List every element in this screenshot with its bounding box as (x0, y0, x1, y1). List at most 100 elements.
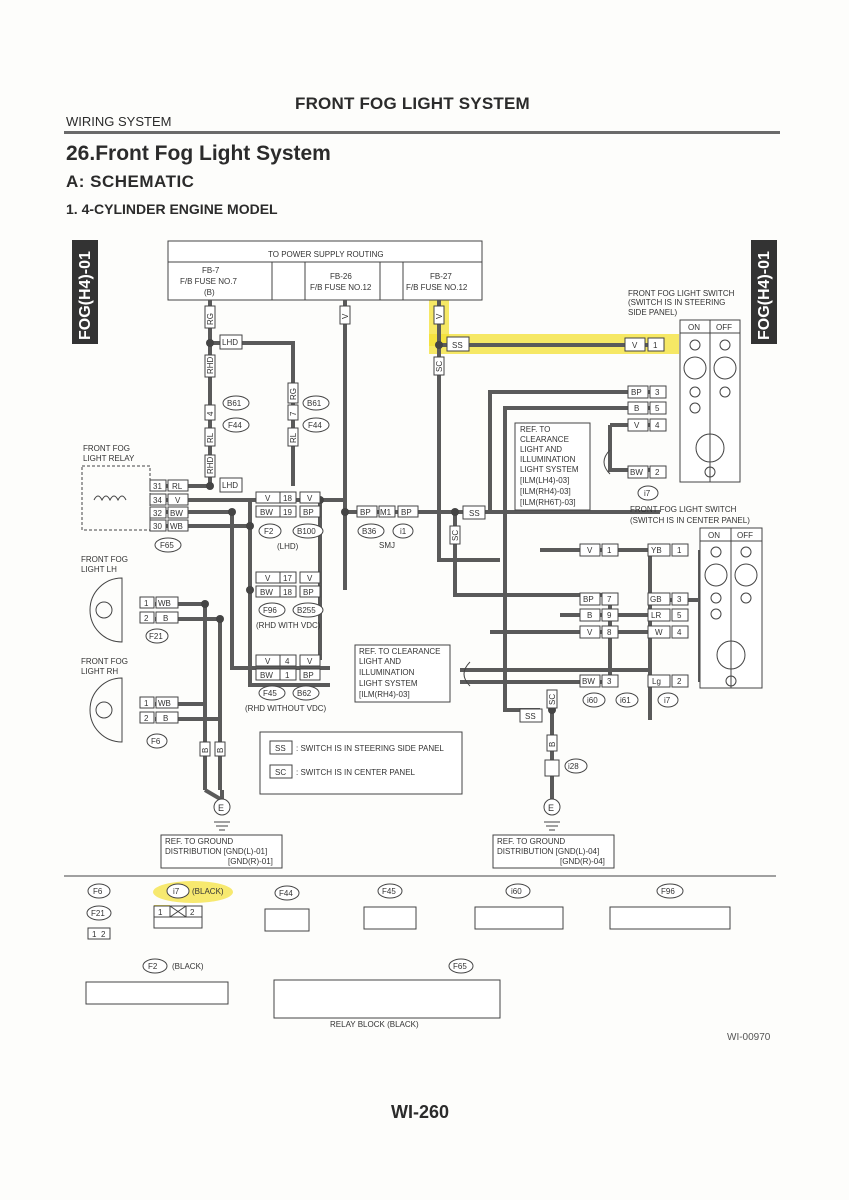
fog-light-rh-label-1: FRONT FOG (81, 657, 128, 666)
f2-wire-v: V (265, 494, 271, 503)
connlist-f65: F65 (453, 962, 467, 971)
side-tag-right-text: FOG(H4)-01 (756, 251, 773, 340)
wire-rl-2: RL (289, 432, 298, 443)
ground-ref-right (492, 834, 615, 869)
ref-ilm-upper-1: REF. TO (520, 425, 550, 434)
ctr-wire-lr: LR (651, 611, 661, 620)
relay-wire-rl: RL (172, 482, 183, 491)
gnd-right-3: [GND(R)-04] (560, 857, 605, 866)
relay-wire-wb: WB (170, 522, 183, 531)
steer-pin-2: 2 (655, 468, 660, 477)
legend-box (259, 731, 463, 795)
steer-pin-4: 4 (655, 421, 660, 430)
wire-lhd-top: LHD (222, 338, 238, 347)
f45-pin-4: 4 (285, 657, 290, 666)
power-supply-box (167, 240, 483, 301)
conn-b62: B62 (297, 689, 312, 698)
conn-b100: B100 (297, 527, 316, 536)
connlist-i7-color: (BLACK) (192, 887, 224, 896)
ctr-wire-w: W (655, 628, 663, 637)
gnd-wire-b-2: B (216, 748, 225, 753)
conn-i28: i28 (568, 762, 579, 771)
switch-steering-sub2: SIDE PANEL) (628, 308, 678, 317)
ctr-pin-3b: 3 (607, 677, 612, 686)
rh-pin-1: 1 (144, 699, 149, 708)
subsection-1: 1. 4-CYLINDER ENGINE MODEL (66, 201, 278, 217)
wire-v-fb27: V (435, 313, 444, 319)
smj-label: SMJ (379, 541, 395, 550)
connlist-f45-pins (363, 906, 417, 930)
ctr-pin-7: 7 (607, 595, 612, 604)
ref-ilm-upper-5: LIGHT SYSTEM (520, 465, 579, 474)
legend-sc-text: : SWITCH IS IN CENTER PANEL (296, 768, 416, 777)
subsection-a: A: SCHEMATIC (66, 172, 195, 191)
b62-wire-bp: BP (303, 671, 314, 680)
ref-ilm-lower-4: LIGHT SYSTEM (359, 679, 418, 688)
ref-ilm-upper-3: LIGHT AND (520, 445, 562, 454)
steer-wire-bw: BW (630, 468, 643, 477)
pin-b61-7: 7 (289, 411, 298, 416)
wire-sc-top: SC (435, 361, 444, 372)
steer-pin-3: 3 (655, 388, 660, 397)
relay-pin-34: 34 (153, 496, 162, 505)
wire-ss-mid: SS (469, 509, 480, 518)
ctr-wire-lg: Lg (652, 677, 661, 686)
ctr-wire-b: B (587, 611, 592, 620)
ref-ilm-upper-box (514, 422, 591, 511)
fuse-c-label: FB-27 (430, 272, 452, 281)
steer-pin-5: 5 (655, 404, 660, 413)
f21-pin-1: 1 (92, 930, 97, 939)
f45-wire-v: V (265, 657, 271, 666)
relay-pin-32: 32 (153, 509, 162, 518)
ground-ref-left (160, 834, 283, 869)
power-supply-title: TO POWER SUPPLY ROUTING (268, 250, 384, 259)
conn-b61-right: B61 (307, 399, 322, 408)
conn-i7-steering: i7 (644, 489, 651, 498)
fuse-a-label: FB-7 (202, 266, 220, 275)
gnd-left-2: DISTRIBUTION [GND(L)-01] (165, 847, 267, 856)
ctr-pin-2: 2 (677, 677, 682, 686)
smj-m1: M1 (380, 508, 392, 517)
i7-pin-2: 2 (190, 908, 195, 917)
i7-pin-1: 1 (158, 908, 163, 917)
gnd-left-3: [GND(R)-01] (228, 857, 273, 866)
gnd-left-1: REF. TO GROUND (165, 837, 233, 846)
f45-pin-1: 1 (285, 671, 290, 680)
ref-ilm-upper-4: ILLUMINATION (520, 455, 576, 464)
relay-pin-31: 31 (153, 482, 162, 491)
wire-b-i28: B (548, 742, 557, 747)
lh-wire-wb: WB (158, 599, 171, 608)
fog-light-lh-label-1: FRONT FOG (81, 555, 128, 564)
switch-center-title: FRONT FOG LIGHT SWITCH (630, 505, 737, 514)
switch-center-sub: (SWITCH IS IN CENTER PANEL) (630, 516, 750, 525)
connlist-f96-pins (609, 906, 731, 930)
fog-light-lh-label-2: LIGHT LH (81, 565, 117, 574)
switch-steering-off: OFF (716, 323, 732, 332)
ground-right (543, 798, 561, 816)
switch-center-off: OFF (737, 531, 753, 540)
conn-f45: F45 (263, 689, 277, 698)
section-title: 26.Front Fog Light System (66, 142, 331, 165)
ctr-pin-1-left: 1 (607, 546, 612, 555)
switch-center-on: ON (708, 531, 720, 540)
ref-ilm-lower-3: ILLUMINATION (359, 668, 415, 677)
ref-ilm-upper-7: [ILM(RH4)-03] (520, 487, 571, 496)
relay-pin-30: 30 (153, 522, 162, 531)
wire-sc-lower: SC (548, 694, 557, 705)
ctr-wire-yb: YB (651, 546, 662, 555)
ref-ilm-lower-box (354, 644, 451, 703)
f96-pin-18: 18 (283, 588, 292, 597)
f2-wire-bw: BW (260, 508, 273, 517)
ctr-pin-8: 8 (607, 628, 612, 637)
f96-pin-17: 17 (283, 574, 292, 583)
figure-code: WI-00970 (727, 1032, 771, 1043)
gnd-wire-b-1: B (201, 748, 210, 753)
wire-rhd-bottom: RHD (206, 456, 215, 474)
fuse-a-code: (B) (204, 288, 215, 297)
f2-variant-lhd: (LHD) (277, 542, 299, 551)
ref-ilm-lower-5: [ILM(RH4)-03] (359, 690, 410, 699)
connlist-f45: F45 (382, 887, 396, 896)
rh-wire-b: B (163, 714, 168, 723)
wire-sc-mid: SC (451, 530, 460, 541)
